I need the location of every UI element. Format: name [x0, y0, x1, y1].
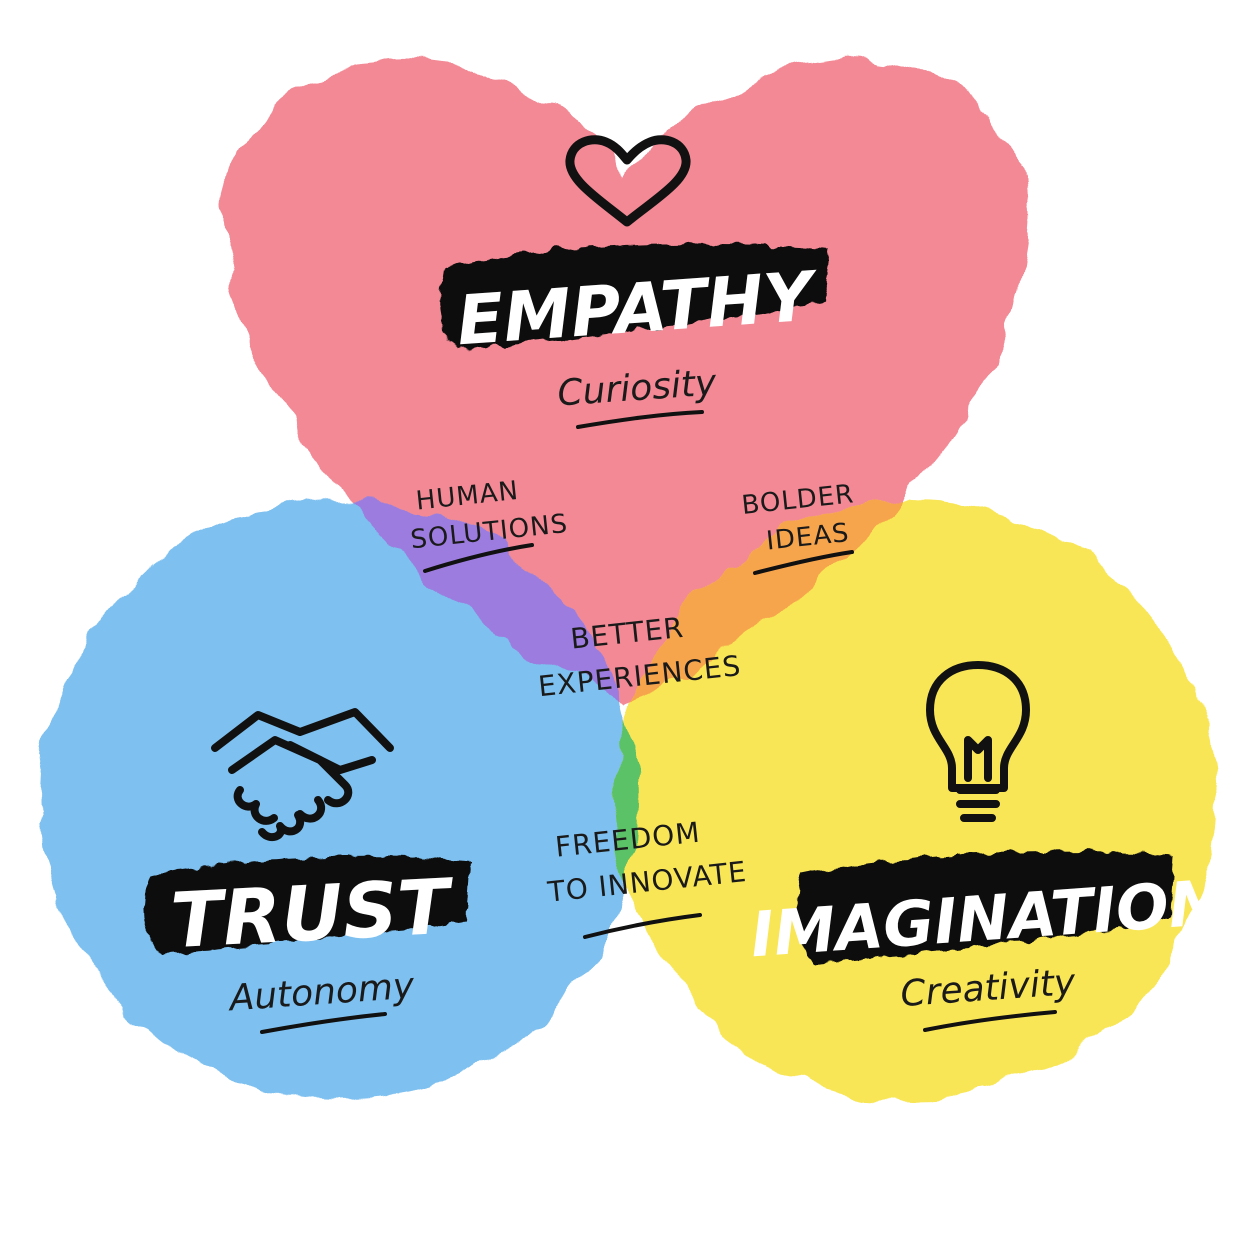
bolder-ideas-underline: [753, 550, 854, 575]
trust-underline: [260, 1012, 387, 1034]
empathy-underline: [576, 410, 704, 429]
trust-title: TRUST: [169, 861, 457, 965]
imagination-region: [615, 500, 1215, 1100]
heart-icon: [565, 135, 691, 227]
watercolor-regions: [40, 59, 1215, 1100]
trust-brush-label: TRUST: [143, 856, 470, 965]
imagination-brush-label: IMAGINATION: [748, 851, 1223, 971]
lightbulb-icon: [926, 661, 1030, 822]
freedom-underline: [583, 913, 702, 939]
handshake-icon: [211, 708, 394, 842]
imagination-underline: [923, 1010, 1057, 1032]
human-solutions-underline: [423, 543, 534, 573]
